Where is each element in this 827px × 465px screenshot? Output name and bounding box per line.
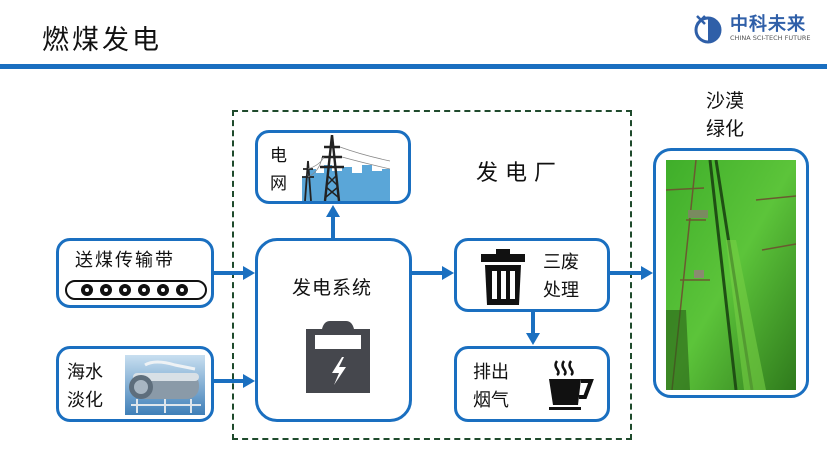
battery-charge-icon <box>306 321 370 393</box>
arrow-power-to-waste <box>412 271 442 275</box>
arrow-waste-to-exhaust <box>531 312 535 334</box>
desalination-plant-image <box>125 355 205 415</box>
desalination-node[interactable]: 海水 淡化 <box>56 346 214 422</box>
header-divider <box>0 64 827 69</box>
conveyor-label: 送煤传输带 <box>75 250 175 271</box>
power-plant-label: 发 电 厂 <box>476 161 556 186</box>
exhaust-label-2: 烟气 <box>473 390 509 411</box>
waste-treatment-node[interactable]: 三废 处理 <box>454 238 610 312</box>
arrowhead-grid <box>326 205 340 217</box>
conveyor-belt-icon <box>65 280 207 300</box>
logo-text-en: CHINA SCI-TECH FUTURE <box>730 34 811 42</box>
conveyor-node[interactable]: 送煤传输带 <box>56 238 214 308</box>
steaming-cup-icon <box>549 360 594 410</box>
page-title: 燃煤发电 <box>42 25 162 56</box>
logo-text-cn: 中科未来 <box>730 14 806 35</box>
desert-greening-node[interactable] <box>653 148 809 398</box>
arrowhead-greening <box>641 266 653 280</box>
arrow-waste-to-greening <box>610 271 642 275</box>
grid-node[interactable]: 电 网 <box>255 130 411 204</box>
power-system-label: 发电系统 <box>292 277 373 299</box>
grid-label-1: 电 <box>270 146 287 166</box>
waste-label-2: 处理 <box>543 280 579 301</box>
grid-label-2: 网 <box>270 174 287 194</box>
arrow-conveyor-to-power <box>214 271 244 275</box>
exhaust-node[interactable]: 排出 烟气 <box>454 346 610 422</box>
desalination-label-2: 淡化 <box>67 390 103 411</box>
trash-bin-icon <box>481 249 525 305</box>
power-system-node[interactable]: 发电系统 <box>255 238 412 422</box>
arrowhead-exhaust <box>526 333 540 345</box>
arrowhead-desalination <box>243 374 255 388</box>
company-logo: 中科未来 CHINA SCI-TECH FUTURE <box>692 10 822 46</box>
greening-label-2: 绿化 <box>706 118 745 140</box>
arrow-desalination-to-power <box>214 379 244 383</box>
logo-mark-icon <box>694 15 722 44</box>
arrow-power-to-grid <box>331 216 335 238</box>
power-tower-icon <box>302 135 391 201</box>
waste-label-1: 三废 <box>543 252 579 273</box>
power-plant-boundary <box>232 110 632 440</box>
desalination-label-1: 海水 <box>67 362 103 383</box>
green-field-image <box>666 160 796 390</box>
arrowhead-conveyor <box>243 266 255 280</box>
exhaust-label-1: 排出 <box>473 362 509 383</box>
greening-label-1: 沙漠 <box>706 90 745 112</box>
arrowhead-waste <box>442 266 454 280</box>
